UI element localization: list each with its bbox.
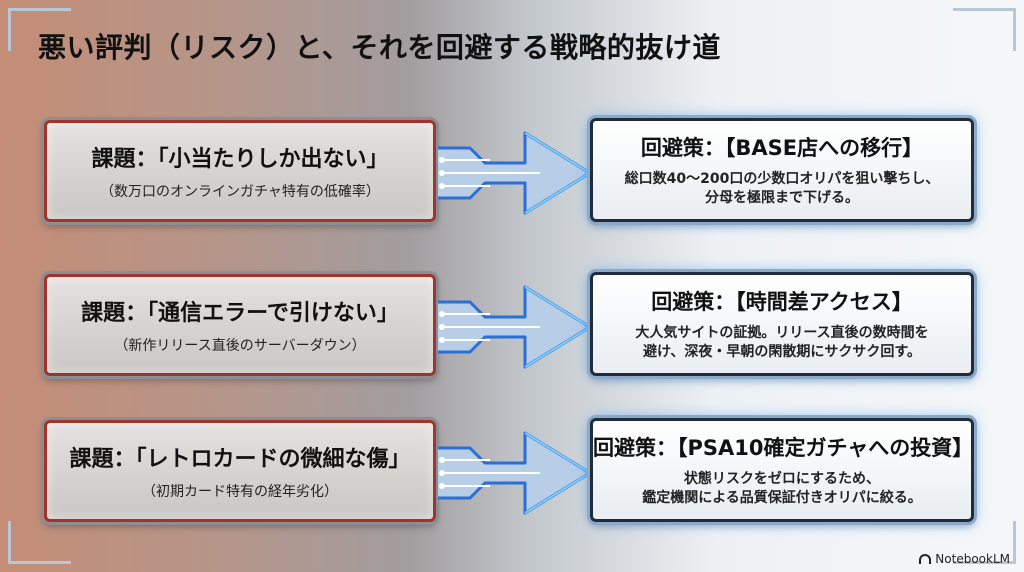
issue-title: 課題：「小当たりしか出ない」 [91, 147, 389, 172]
solution-line: 状態リスクをゼロにするため、 [683, 471, 881, 487]
issue-subtitle: （数万口のオンラインガチャ特有の低確率） [100, 184, 380, 200]
frame-corner-bottom-right [953, 521, 1016, 564]
solution-line: 鑑定機関による品質保証付きオリパに絞る。 [642, 490, 922, 506]
issue-title: 課題：「通信エラーで引けない」 [81, 301, 399, 326]
issue-box-3: 課題：「レトロカードの微細な傷」 （初期カード特有の経年劣化） [44, 420, 436, 522]
risk-row-1: 課題：「小当たりしか出ない」 （数万口のオンラインガチャ特有の低確率） 回避策：… [0, 118, 1024, 238]
solution-box-3: 回避策：【PSA10確定ガチャへの投資】 状態リスクをゼロにするため、 鑑定機関… [590, 418, 974, 522]
frame-corner-top-right [953, 8, 1016, 51]
frame-corner-bottom-left [8, 521, 71, 564]
issue-box-2: 課題：「通信エラーで引けない」 （新作リリース直後のサーバーダウン） [44, 274, 436, 376]
risk-row-3: 課題：「レトロカードの微細な傷」 （初期カード特有の経年劣化） 回避策：【PSA… [0, 418, 1024, 538]
solution-line: 大人気サイトの証拠。リリース直後の数時間を [635, 325, 929, 341]
solution-line: 分母を極限まで下げる。 [705, 190, 859, 206]
solution-box-1: 回避策：【BASE店への移行】 総口数40〜200口の少数口オリパを狙い撃ちし、… [590, 118, 974, 222]
circuit-arrow-icon [438, 431, 592, 515]
solution-box-2: 回避策：【時間差アクセス】 大人気サイトの証拠。リリース直後の数時間を 避け、深… [590, 272, 974, 376]
solution-title: 回避策：【時間差アクセス】 [651, 290, 913, 314]
issue-subtitle: （初期カード特有の経年劣化） [142, 484, 338, 500]
solution-title: 回避策：【BASE店への移行】 [640, 136, 924, 160]
solution-line: 総口数40〜200口の少数口オリパを狙い撃ちし、 [624, 171, 940, 187]
notebooklm-logo: NotebookLM [919, 552, 1010, 566]
page-title: 悪い評判（リスク）と、それを回避する戦略的抜け道 [38, 31, 721, 64]
solution-description: 大人気サイトの証拠。リリース直後の数時間を 避け、深夜・早朝の閑散期にサクサク回… [635, 324, 928, 362]
issue-box-1: 課題：「小当たりしか出ない」 （数万口のオンラインガチャ特有の低確率） [44, 120, 436, 222]
issue-subtitle: （新作リリース直後のサーバーダウン） [114, 338, 366, 354]
solution-line: 避け、深夜・早朝の閑散期にサクサク回す。 [643, 344, 921, 360]
logo-text: NotebookLM [935, 552, 1010, 566]
notebooklm-logo-icon [919, 554, 932, 564]
issue-title: 課題：「レトロカードの微細な傷」 [69, 447, 411, 472]
risk-row-2: 課題：「通信エラーで引けない」 （新作リリース直後のサーバーダウン） 回避策：【… [0, 272, 1024, 392]
solution-description: 総口数40〜200口の少数口オリパを狙い撃ちし、 分母を極限まで下げる。 [625, 170, 940, 208]
solution-description: 状態リスクをゼロにするため、 鑑定機関による品質保証付きオリパに絞る。 [642, 470, 922, 508]
frame-corner-top-left [8, 8, 71, 51]
circuit-arrow-icon [438, 285, 592, 369]
circuit-arrow-icon [438, 131, 592, 215]
solution-title: 回避策：【PSA10確定ガチャへの投資】 [593, 436, 974, 460]
